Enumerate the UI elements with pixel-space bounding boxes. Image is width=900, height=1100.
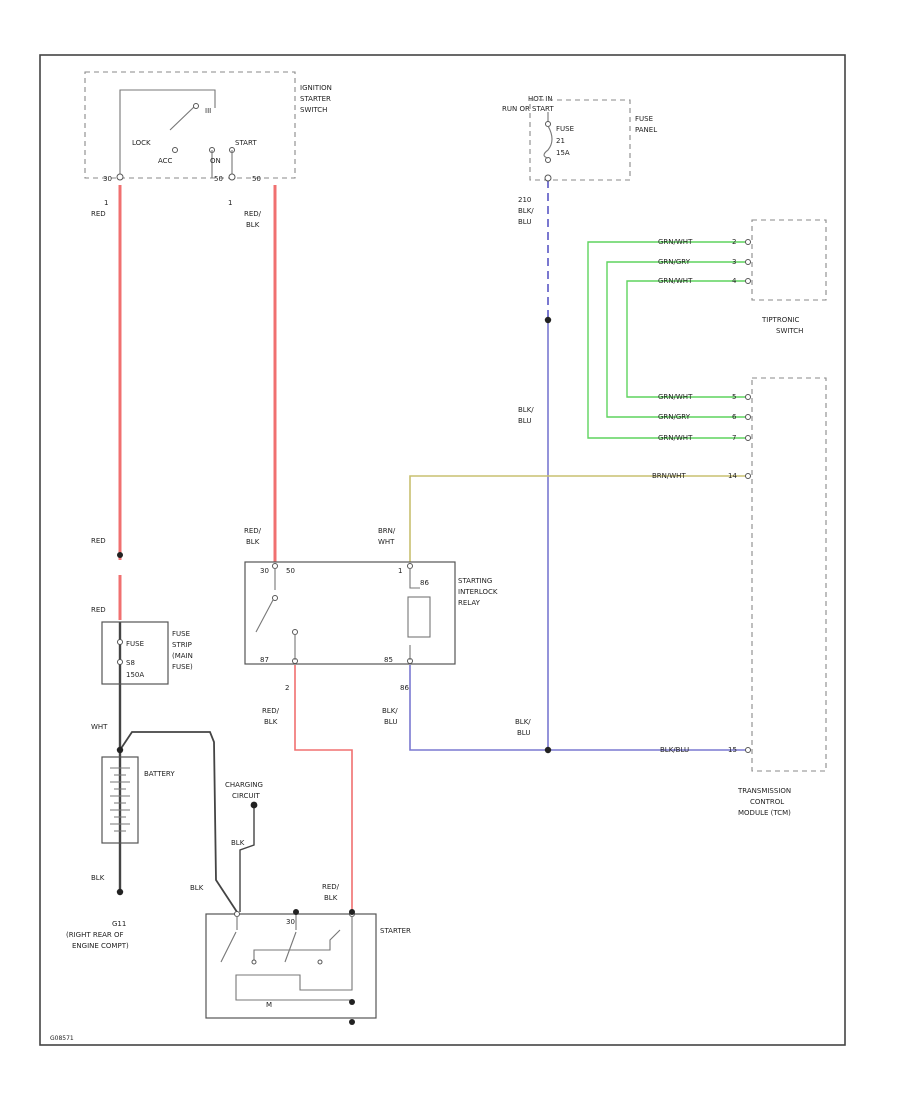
fuse-panel-title: FUSE PANEL [635,115,657,134]
ignition-switch-title: IGNITION STARTER SWITCH [300,84,334,114]
label-red-blk-4: RED/ BLK [322,883,341,902]
ignition-pos-start: START [235,139,257,147]
ignition-terminal-left: 1 [104,199,108,207]
tiptronic-switch-title: TIPTRONIC SWITCH [761,316,803,335]
starter-motor: 30 M STARTER [205,911,411,1019]
label-blk-1: BLK [231,839,245,847]
wire-brn-wht [409,475,748,562]
relay-pin-tl: 30 [260,567,269,575]
starter-terminal-dot-2 [349,909,355,915]
label-blk-blu-h: BLK/BLU [660,746,689,754]
starter-title: STARTER [380,927,411,935]
wire-grn-2 [606,261,748,418]
label-red-2: RED [91,537,106,545]
ignition-terminal-right: 1 [228,199,232,207]
splice-blue-upper [544,316,552,324]
fuse-panel: HOT IN RUN OR START FUSE 21 15A FUSE PAN… [502,95,657,182]
wire-battery-starter [119,731,238,913]
label-grn-gry: GRN/GRY [658,258,691,266]
splice-blue-lower [544,746,552,754]
diagram-id: G08571 [50,1035,74,1042]
label-red-blk-3: RED/ BLK [262,707,281,726]
starting-interlock-relay: 30 50 1 86 87 85 2 86 STARTING INTERLOCK… [244,561,500,692]
label-blk-blu-4: BLK/ BLU [515,718,533,737]
relay-pin-tr: 1 [398,567,402,575]
label-grn-wht-a: GRN/WHT [658,238,693,246]
transmission-control-module: TRANSMISSION CONTROL MODULE (TCM) [737,377,827,817]
wire-blk-charging [239,805,255,912]
battery-title: BATTERY [144,770,175,778]
ignition-pos-iii: III [205,107,211,115]
charging-circuit-title: CHARGING CIRCUIT [225,781,265,800]
tip-terminal-2: 3 [732,258,736,266]
tcm-title: TRANSMISSION CONTROL MODULE (TCM) [737,787,793,817]
fuse-strip-title: FUSE STRIP (MAIN FUSE) [172,630,195,671]
fuse-21-text: FUSE 21 15A [556,125,576,157]
ignition-switch: III LOCK START ACC ON 30 50 50 1 1 IGNIT… [84,71,334,207]
relay-pin-bl-label: 87 [260,656,269,664]
ignition-pin-mid: 50 [214,175,223,183]
hot-in-label: HOT IN RUN OR START [502,95,555,113]
label-red-1: RED [91,210,106,218]
label-red-blk-1: RED/ BLK [244,210,263,229]
label-grn-wht-c: GRN/WHT [658,393,693,401]
ignition-pos-on: ON [210,157,221,165]
label-grn-wht-b: GRN/WHT [658,277,693,285]
ignition-pin-left: 30 [103,175,112,183]
tiptronic-switch: TIPTRONIC SWITCH [745,219,827,335]
tcm-terminal-4: 14 [728,472,737,480]
diagram-frame [39,54,846,1046]
wire-red-blk-starter [294,665,353,912]
ignition-pos-lock: LOCK [132,139,151,147]
battery: BATTERY [101,756,175,844]
relay-terminal-bottom-right: 86 [400,684,409,692]
splice-battery-positive [116,746,124,754]
tip-terminal-3: 4 [732,277,737,285]
relay-title: STARTING INTERLOCK RELAY [458,577,500,607]
label-red-3: RED [91,606,106,614]
label-blk-blu-1: 210 BLK/ BLU [518,196,536,226]
relay-pin-br-label: 85 [384,656,393,664]
ground-title: G11 (RIGHT REAR OF ENGINE COMPT) [66,920,129,950]
ground-point [116,888,124,896]
starter-ground-dot-2 [349,1019,355,1025]
tcm-terminal-3: 7 [732,434,736,442]
wire-blk-blu-relay [409,665,748,751]
label-blk-2: BLK [91,874,105,882]
wire-grn-1 [587,241,748,439]
starter-pin: 30 [286,918,295,926]
ignition-pos-acc: ACC [158,157,173,165]
splices [116,316,552,1025]
wire-grn-3 [626,280,748,398]
relay-pin-tl-label: 50 [286,567,295,575]
tcm-terminal-5: 15 [728,746,737,754]
tcm-terminal-1: 5 [732,393,736,401]
label-blk-3: BLK [190,884,204,892]
label-grn-gry-b: GRN/GRY [658,413,691,421]
fuse-strip: FUSE S8 150A FUSE STRIP (MAIN FUSE) [101,621,195,685]
label-red-blk-2: RED/ BLK [244,527,263,546]
relay-pin-tr-label: 86 [420,579,429,587]
label-blk-blu-2: BLK/ BLU [518,406,536,425]
starter-marker: M [266,1001,272,1009]
label-brn-wht-h: BRN/WHT [652,472,686,480]
label-brn-wht: BRN/ WHT [378,527,398,546]
label-wht: WHT [91,723,108,731]
fuse-s8-text: FUSE S8 150A [126,640,146,679]
label-blk-blu-3: BLK/ BLU [382,707,400,726]
relay-terminal-bottom-left: 2 [285,684,289,692]
tcm-terminal-2: 6 [732,413,737,421]
starter-terminal-dot-1 [293,909,299,915]
label-grn-wht-d: GRN/WHT [658,434,693,442]
wire-labels: RED RED/ BLK 210 BLK/ BLU BLK/ BLU RED R… [91,196,737,902]
tip-terminal-1: 2 [732,238,736,246]
starter-ground-dot-1 [349,999,355,1005]
ignition-pin-right: 50 [252,175,261,183]
connector-red-upper [117,552,123,558]
charging-connector [250,801,258,809]
